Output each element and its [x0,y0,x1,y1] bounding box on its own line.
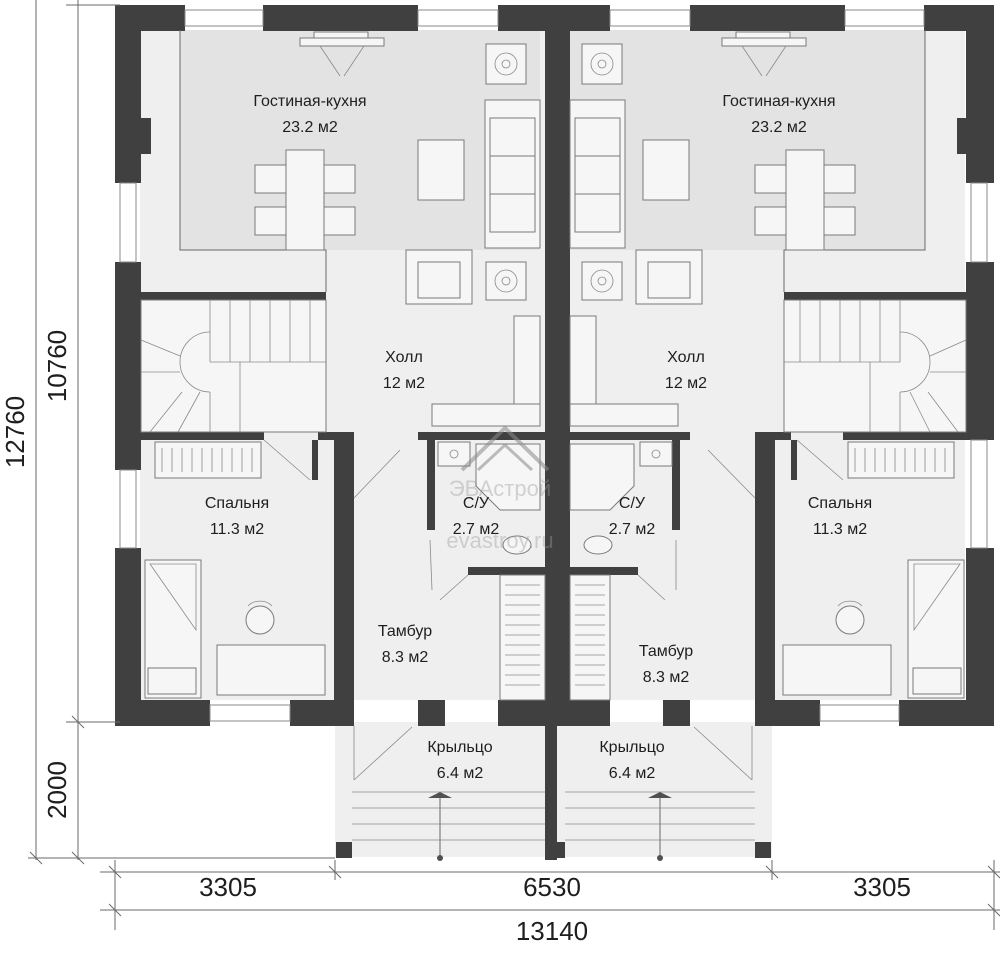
living-furniture-left [405,43,541,305]
hall-right-area: 12 м2 [665,375,707,392]
porch-left-area: 6.4 м2 [437,765,484,782]
dim-bottom-center: 6530 [523,872,581,902]
porch-right-area: 6.4 м2 [609,765,656,782]
bedroom-left-area: 11.3 м2 [210,521,264,538]
hall-left-name: Холл [385,349,423,366]
stairs-left [140,299,327,433]
dining-set-right [754,149,856,251]
watermark-site: evastroy.ru [446,528,553,553]
living-left-area: 23.2 м2 [282,119,338,136]
dim-left-total: 12760 [0,396,30,468]
room-labels: Гостиная-кухня 23.2 м2 Гостиная-кухня 23… [205,93,872,782]
bath-right-area: 2.7 м2 [609,521,656,538]
dim-left-porch: 2000 [42,761,72,819]
dimension-labels: 3305 6530 3305 13140 10760 12760 2000 [0,330,911,946]
watermark-logo: ЭВАстрой evastroy.ru [446,425,554,553]
dim-bottom-total: 13140 [516,916,588,946]
kitchen-outline [179,30,926,292]
living-right-name: Гостиная-кухня [722,93,835,110]
stairs-right [783,299,967,433]
living-left-name: Гостиная-кухня [253,93,366,110]
bedroom-furniture-right [782,441,965,699]
dim-bottom-left: 3305 [199,872,257,902]
windows [119,9,988,722]
hall-right-name: Холл [667,349,705,366]
bath-right-name: С/У [619,495,646,512]
vestibule-left-area: 8.3 м2 [382,649,429,666]
vestibule-right-name: Тамбур [639,643,693,660]
tambur-stairs [499,574,611,701]
vestibule-left-name: Тамбур [378,623,432,640]
hall-left-area: 12 м2 [383,375,425,392]
porch-steps [352,791,755,861]
bedroom-right-area: 11.3 м2 [813,521,867,538]
dining-set-left [254,149,356,251]
hall-consoles [431,315,679,427]
door-swings [263,439,844,781]
dimension-lines [28,0,1000,930]
bathroom-fixtures [437,441,673,555]
living-right-area: 23.2 м2 [751,119,807,136]
vestibule-right-area: 8.3 м2 [643,669,690,686]
bedroom-furniture-left [144,441,326,699]
dim-bottom-right: 3305 [853,872,911,902]
dim-left-main: 10760 [42,330,72,402]
living-furniture-right [569,43,703,305]
porch-right-name: Крыльцо [599,739,664,756]
bath-left-area: 2.7 м2 [453,521,500,538]
bath-left-name: С/У [463,495,490,512]
bedroom-left-name: Спальня [205,495,269,512]
porch-left-name: Крыльцо [427,739,492,756]
watermark-brand: ЭВАстрой [449,476,551,501]
bedroom-right-name: Спальня [808,495,872,512]
walls [115,5,994,860]
